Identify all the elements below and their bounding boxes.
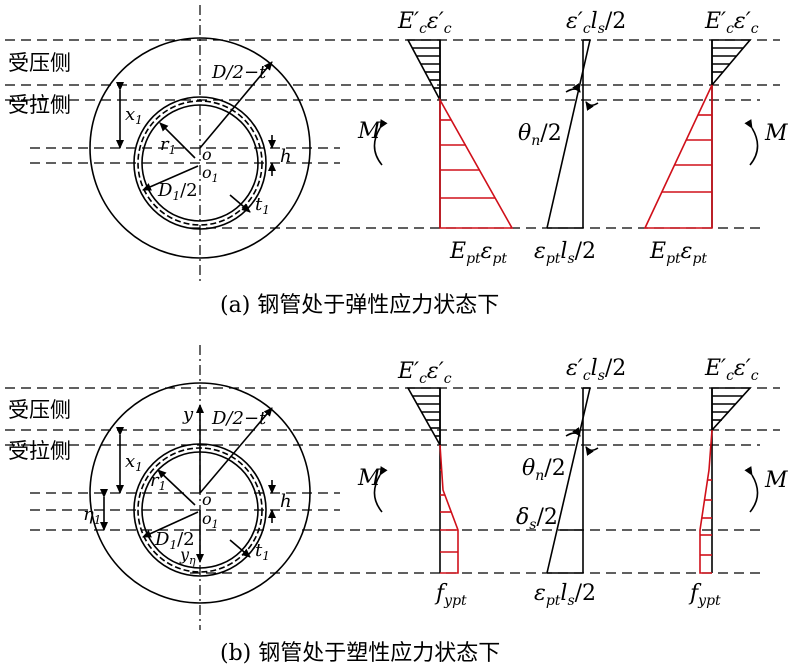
label-d-minus-t-b: D/2−t — [211, 408, 267, 429]
label-r1-a: r1 — [160, 134, 176, 157]
label-x-b: x1 — [125, 451, 143, 474]
tension-profile-left-b — [439, 444, 459, 574]
stress-diagram-left-a: E′cε′c Eptεpt — [397, 9, 514, 267]
moment-arrow-right-b — [744, 466, 759, 513]
strain-diagram-middle-b: ε′cls/2 θn/2 δs/2 εptls/2 — [516, 356, 626, 609]
arrow-d1-b — [142, 511, 199, 538]
tube-outer-a — [133, 96, 267, 230]
tension-triangle-left-a — [439, 96, 514, 229]
caption-a: (a) 钢管处于弹性应力状态下 — [220, 293, 499, 318]
theta-arrow-a — [565, 83, 581, 93]
label-left-bottom-b: fypt — [434, 581, 467, 609]
outer-circle-a — [89, 37, 311, 259]
arrow-d1-a — [142, 165, 199, 191]
compression-triangle-right-a — [711, 39, 752, 88]
label-theta-a: θn/2 — [518, 121, 562, 149]
label-o1-a: o1 — [202, 163, 219, 185]
label-mid-bottom-b: εptls/2 — [534, 581, 596, 609]
label-compression-side-a: 受压侧 — [8, 51, 71, 75]
label-h-a: h — [280, 146, 292, 167]
label-o-a: o — [202, 145, 212, 164]
label-moment-left-b: M — [357, 466, 381, 491]
label-left-top-a: E′cε′c — [397, 9, 452, 37]
label-d-minus-t-a: D/2−t — [211, 62, 267, 83]
label-d1-a: D1/2 — [157, 180, 198, 203]
label-mid-bottom-a: εptls/2 — [534, 239, 596, 267]
tension-profile-right-b — [699, 429, 713, 574]
stress-diagram-right-b: E′cε′c fypt — [688, 356, 759, 609]
label-right-bottom-a: Eptεpt — [649, 239, 707, 267]
label-x-a: x1 — [125, 104, 143, 127]
label-o-b: o — [202, 490, 212, 509]
tension-triangle-right-a — [643, 84, 713, 229]
label-d1-b: D1/2 — [154, 529, 195, 552]
tube-mid-a — [137, 100, 263, 226]
panel-a: 受压侧 受拉侧 D/2−t x1 r1 o o1 h D1/2 t1 M M — [5, 5, 788, 318]
label-mid-top-a: ε′cls/2 — [566, 9, 626, 37]
label-compression-side-b: 受压侧 — [8, 398, 71, 422]
compression-triangle-right-b — [711, 387, 752, 433]
strain-line-a — [546, 39, 591, 229]
label-right-top-a: E′cε′c — [704, 9, 759, 37]
label-t1-b: t1 — [255, 540, 270, 563]
arrow-r1-a — [159, 122, 196, 159]
moment-arrow-right-a — [744, 119, 759, 166]
arrow-d-minus-t-a — [199, 61, 273, 149]
arrow-t1-b — [229, 539, 251, 558]
label-left-bottom-a: Eptεpt — [449, 239, 507, 267]
label-y-eta-b: yη — [179, 545, 196, 567]
label-tension-side-a: 受拉侧 — [8, 93, 71, 117]
panel-b: 受压侧 受拉侧 y D/2−t x1 η1 r1 o o1 h D1/2 yη … — [5, 345, 788, 666]
label-o1-b: o1 — [202, 509, 219, 531]
arrow-t1-a — [229, 194, 251, 213]
label-moment-right-a: M — [764, 121, 788, 146]
tube-inner-a — [141, 104, 259, 222]
strain-line-b — [546, 387, 591, 574]
label-y-b: y — [182, 404, 194, 425]
theta-arrow-b — [565, 427, 581, 437]
label-r1-b: r1 — [150, 470, 166, 493]
stress-diagram-left-b: E′cε′c fypt — [397, 359, 467, 609]
label-theta-b: θn/2 — [522, 456, 566, 484]
label-t1-a: t1 — [255, 194, 270, 217]
label-delta-b: δs/2 — [516, 505, 558, 533]
moment-arrow-left-b — [373, 466, 388, 513]
label-moment-left-a: M — [357, 119, 381, 144]
label-h-b: h — [280, 491, 292, 512]
moment-arrow-left-a — [373, 119, 388, 166]
caption-b: (b) 钢管处于塑性应力状态下 — [220, 641, 500, 666]
label-mid-top-b: ε′cls/2 — [566, 356, 626, 384]
compression-triangle-left-a — [406, 39, 441, 101]
arrow-r1-b — [157, 469, 196, 506]
label-right-bottom-b: fypt — [688, 581, 721, 609]
label-eta-b: η1 — [83, 504, 101, 527]
outer-circle-b — [89, 382, 311, 604]
label-moment-right-b: M — [764, 468, 788, 493]
label-left-top-b: E′cε′c — [397, 359, 452, 387]
arrow-d-minus-t-b — [199, 407, 273, 494]
label-tension-side-b: 受拉侧 — [8, 439, 71, 463]
strain-diagram-middle-a: ε′cls/2 θn/2 εptls/2 — [518, 9, 626, 267]
label-right-top-b: E′cε′c — [704, 356, 759, 384]
stress-diagram-right-a: E′cε′c Eptεpt — [643, 9, 759, 267]
